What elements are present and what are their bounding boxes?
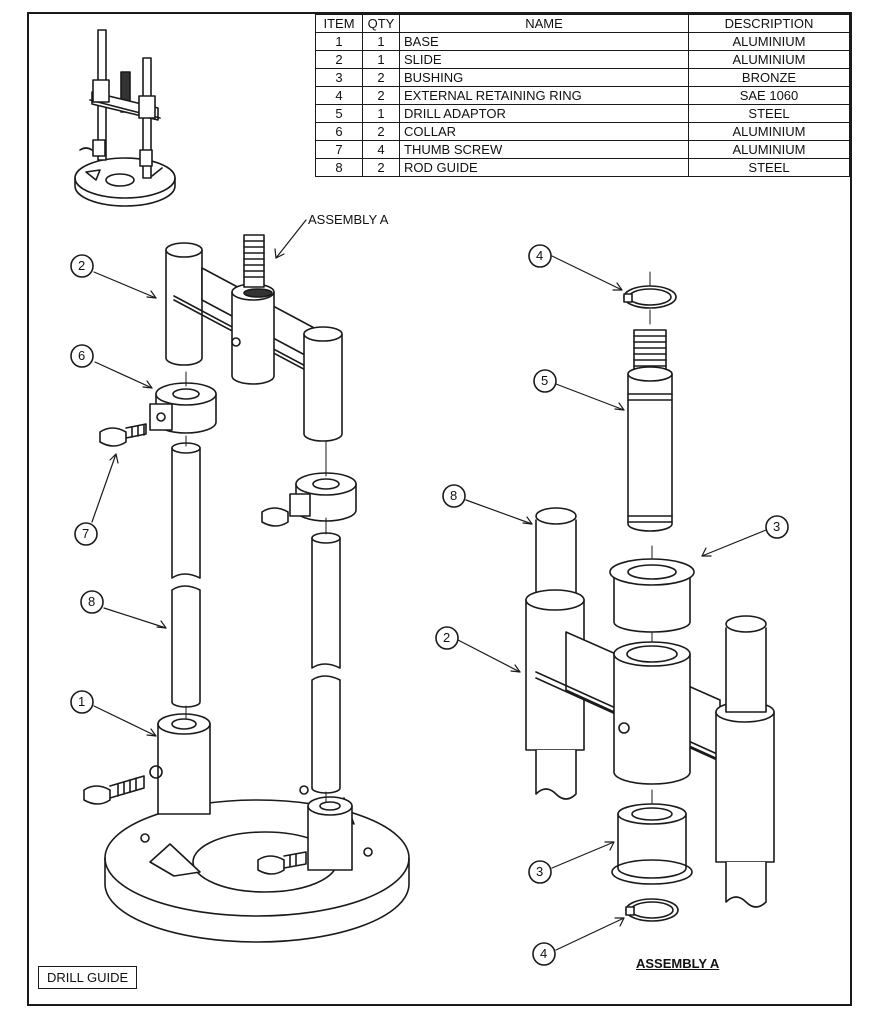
bom-cell-name: SLIDE [399, 50, 689, 69]
bom-cell-item: 7 [315, 140, 363, 159]
assembly-a-title: ASSEMBLY A [636, 956, 720, 971]
bom-cell-item: 3 [315, 68, 363, 87]
collar-part-left [149, 382, 217, 434]
bom-header-description: DESCRIPTION [688, 14, 850, 33]
bom-cell-qty: 1 [362, 104, 400, 123]
callout-right-4-bottom: 4 [540, 946, 548, 961]
retaining-ring-top [623, 271, 677, 325]
drill-adaptor [627, 329, 673, 532]
bom-cell-description: STEEL [688, 104, 850, 123]
bom-cell-qty: 2 [362, 86, 400, 105]
callout-right-5: 5 [541, 373, 549, 388]
bom-cell-item: 4 [315, 86, 363, 105]
thumb-screw-base-left [83, 775, 145, 805]
assembly-a-pointer-label: ASSEMBLY A [308, 212, 389, 227]
bom-cell-qty: 1 [362, 50, 400, 69]
callout-right-3-bottom: 3 [536, 864, 544, 879]
callout-left-8: 8 [88, 594, 96, 609]
bom-cell-description: SAE 1060 [688, 86, 850, 105]
callout-balloons [70, 244, 789, 966]
bom-cell-description: BRONZE [688, 68, 850, 87]
bom-cell-description: ALUMINIUM [688, 140, 850, 159]
assembled-thumbnail [74, 29, 176, 207]
bom-cell-item: 1 [315, 32, 363, 51]
bushing-top [609, 545, 695, 647]
bom-header-name: NAME [399, 14, 689, 33]
bom-cell-description: ALUMINIUM [688, 32, 850, 51]
callout-left-6: 6 [78, 348, 86, 363]
bom-cell-description: ALUMINIUM [688, 50, 850, 69]
callout-right-8: 8 [450, 488, 458, 503]
drawing-title: DRILL GUIDE [38, 966, 138, 989]
bom-cell-name: BASE [399, 32, 689, 51]
bom-cell-name: DRILL ADAPTOR [399, 104, 689, 123]
bom-cell-item: 6 [315, 122, 363, 141]
base-part [104, 713, 410, 943]
bom-header-item: ITEM [315, 14, 363, 33]
retaining-ring-bottom [625, 898, 679, 922]
callout-right-4-top: 4 [536, 248, 544, 263]
leader-lines [91, 219, 767, 951]
thumb-screw-base-right [257, 851, 307, 875]
bom-header-qty: QTY [362, 14, 400, 33]
bom-cell-qty: 2 [362, 158, 400, 177]
bom-cell-item: 5 [315, 104, 363, 123]
thumb-screw-left [99, 423, 147, 447]
bom-cell-description: ALUMINIUM [688, 122, 850, 141]
collar-part-right [261, 472, 357, 527]
bom-cell-name: COLLAR [399, 122, 689, 141]
bom-cell-qty: 4 [362, 140, 400, 159]
rod-guide-left [171, 442, 201, 708]
bom-cell-name: BUSHING [399, 68, 689, 87]
bushing-bottom [611, 789, 693, 885]
bom-cell-qty: 1 [362, 32, 400, 51]
bom-cell-qty: 2 [362, 68, 400, 87]
callout-left-1: 1 [78, 694, 86, 709]
bom-cell-item: 8 [315, 158, 363, 177]
bom-header-row: ITEM QTY NAME DESCRIPTION [315, 14, 850, 33]
callout-left-7: 7 [82, 526, 90, 541]
slide-part [165, 234, 343, 442]
center-lines-left [185, 371, 327, 803]
rod-guide-right [311, 532, 341, 794]
bom-cell-qty: 2 [362, 122, 400, 141]
bom-cell-name: EXTERNAL RETAINING RING [399, 86, 689, 105]
bom-cell-item: 2 [315, 50, 363, 69]
bom-cell-description: STEEL [688, 158, 850, 177]
bom-cell-name: THUMB SCREW [399, 140, 689, 159]
slide-assembly [525, 507, 775, 908]
bom-cell-name: ROD GUIDE [399, 158, 689, 177]
callout-right-2: 2 [443, 630, 451, 645]
callout-left-2: 2 [78, 258, 86, 273]
callout-right-3-top: 3 [773, 519, 781, 534]
drawing-frame [27, 12, 852, 1006]
